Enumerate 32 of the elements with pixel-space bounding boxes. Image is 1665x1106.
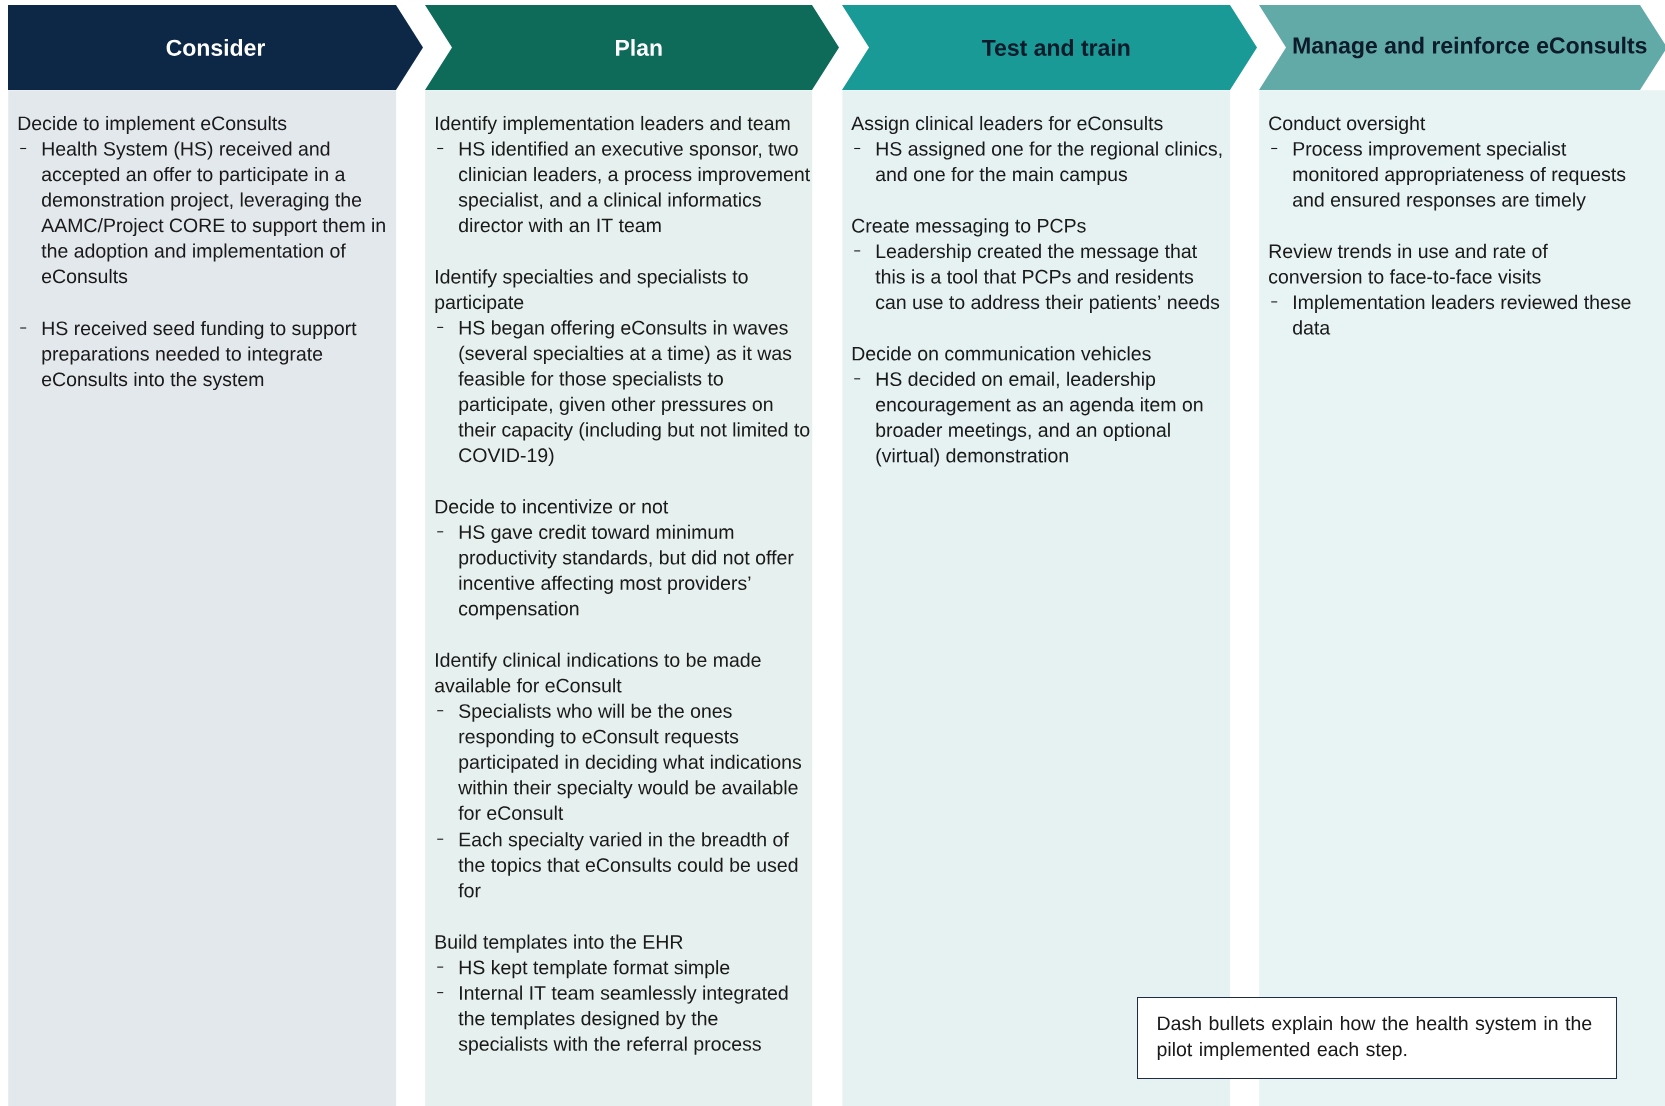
bullet-text: Specialists who will be the ones responding to eConsult requests participated in deciding what indications within their specialty would be available for eConsult <box>458 703 802 820</box>
section-heading: Decide on communication vehicles <box>852 346 1151 361</box>
bullet-text: HS began offering eConsults in waves (several specialties at a time) as it was feasible for those specialists to participate, given other pressures on their capacity (including but not limited to COVID-19) <box>458 320 810 466</box>
section-heading: Identify clinical indications to be made available for eConsult <box>435 652 761 693</box>
section-heading: Decide to implement eConsults <box>18 115 287 135</box>
bullet-text: HS gave credit toward minimum productivity standards, but did not offer incentive affecting most providers’ compensation <box>459 524 794 620</box>
bullet-text: Implementation leaders reviewed these data <box>1293 294 1631 335</box>
column-panel <box>425 90 813 1106</box>
section-heading: Assign clinical leaders for eConsults <box>851 115 1163 135</box>
bullet-text: Leadership created the message that this is a tool that PCPs and residents can use to address their patients’ needs <box>875 243 1220 313</box>
note-box: Dash bullets explain how the health system in the pilot implemented each step. <box>1137 997 1617 1079</box>
chevron-header: Consider <box>8 5 423 90</box>
bullet-text: HS assigned one for the regional clinics, and one for the main campus <box>876 141 1222 186</box>
bullet-text: HS identified an executive sponsor, two clinician leaders, a process improvement specialist, and a clinical informatics director with an IT team <box>458 141 810 233</box>
chevron-header: Plan <box>425 5 839 90</box>
section-heading: Conduct oversight <box>1269 115 1426 135</box>
bullet-text: HS kept template format simple <box>459 960 730 979</box>
bullet-text: Each specialty varied in the breadth of the topics that eConsults could be used for <box>458 832 798 898</box>
section-heading: Create messaging to PCPs <box>852 218 1086 237</box>
section-heading: Identify implementation leaders and team <box>436 115 790 135</box>
column-panel <box>8 90 397 1106</box>
chevron-header: Manage and reinforce eConsults <box>1259 5 1665 90</box>
section-heading: Review trends in use and rate of conversion to face-to-face visits <box>1269 243 1548 284</box>
section-heading: Build templates into the EHR <box>435 934 683 953</box>
section-heading: Decide to incentivize or not <box>435 499 669 514</box>
bullet-text: HS decided on email, leadership encouragement as an agenda item on broader meetings, and an optional (virtual) demonstration <box>876 371 1203 467</box>
bullet-text: Internal IT team seamlessly integrated the templates designed by the specialists with the referral process <box>458 985 788 1055</box>
bullet-text: Process improvement specialist monitored appropriateness of requests and ensured responses are timely <box>1293 141 1626 211</box>
bullet-text: HS received seed funding to support preparations needed to integrate eConsults into the system <box>42 320 357 391</box>
chevron-header: Test and train <box>842 5 1257 90</box>
bullet-text: Health System (HS) received and accepted an offer to participate in a demonstration project, leveraging the AAMC/Project CORE to support them in the adoption and implementation of eConsults <box>41 141 385 284</box>
section-heading: Identify specialties and specialists to participate <box>435 269 748 313</box>
